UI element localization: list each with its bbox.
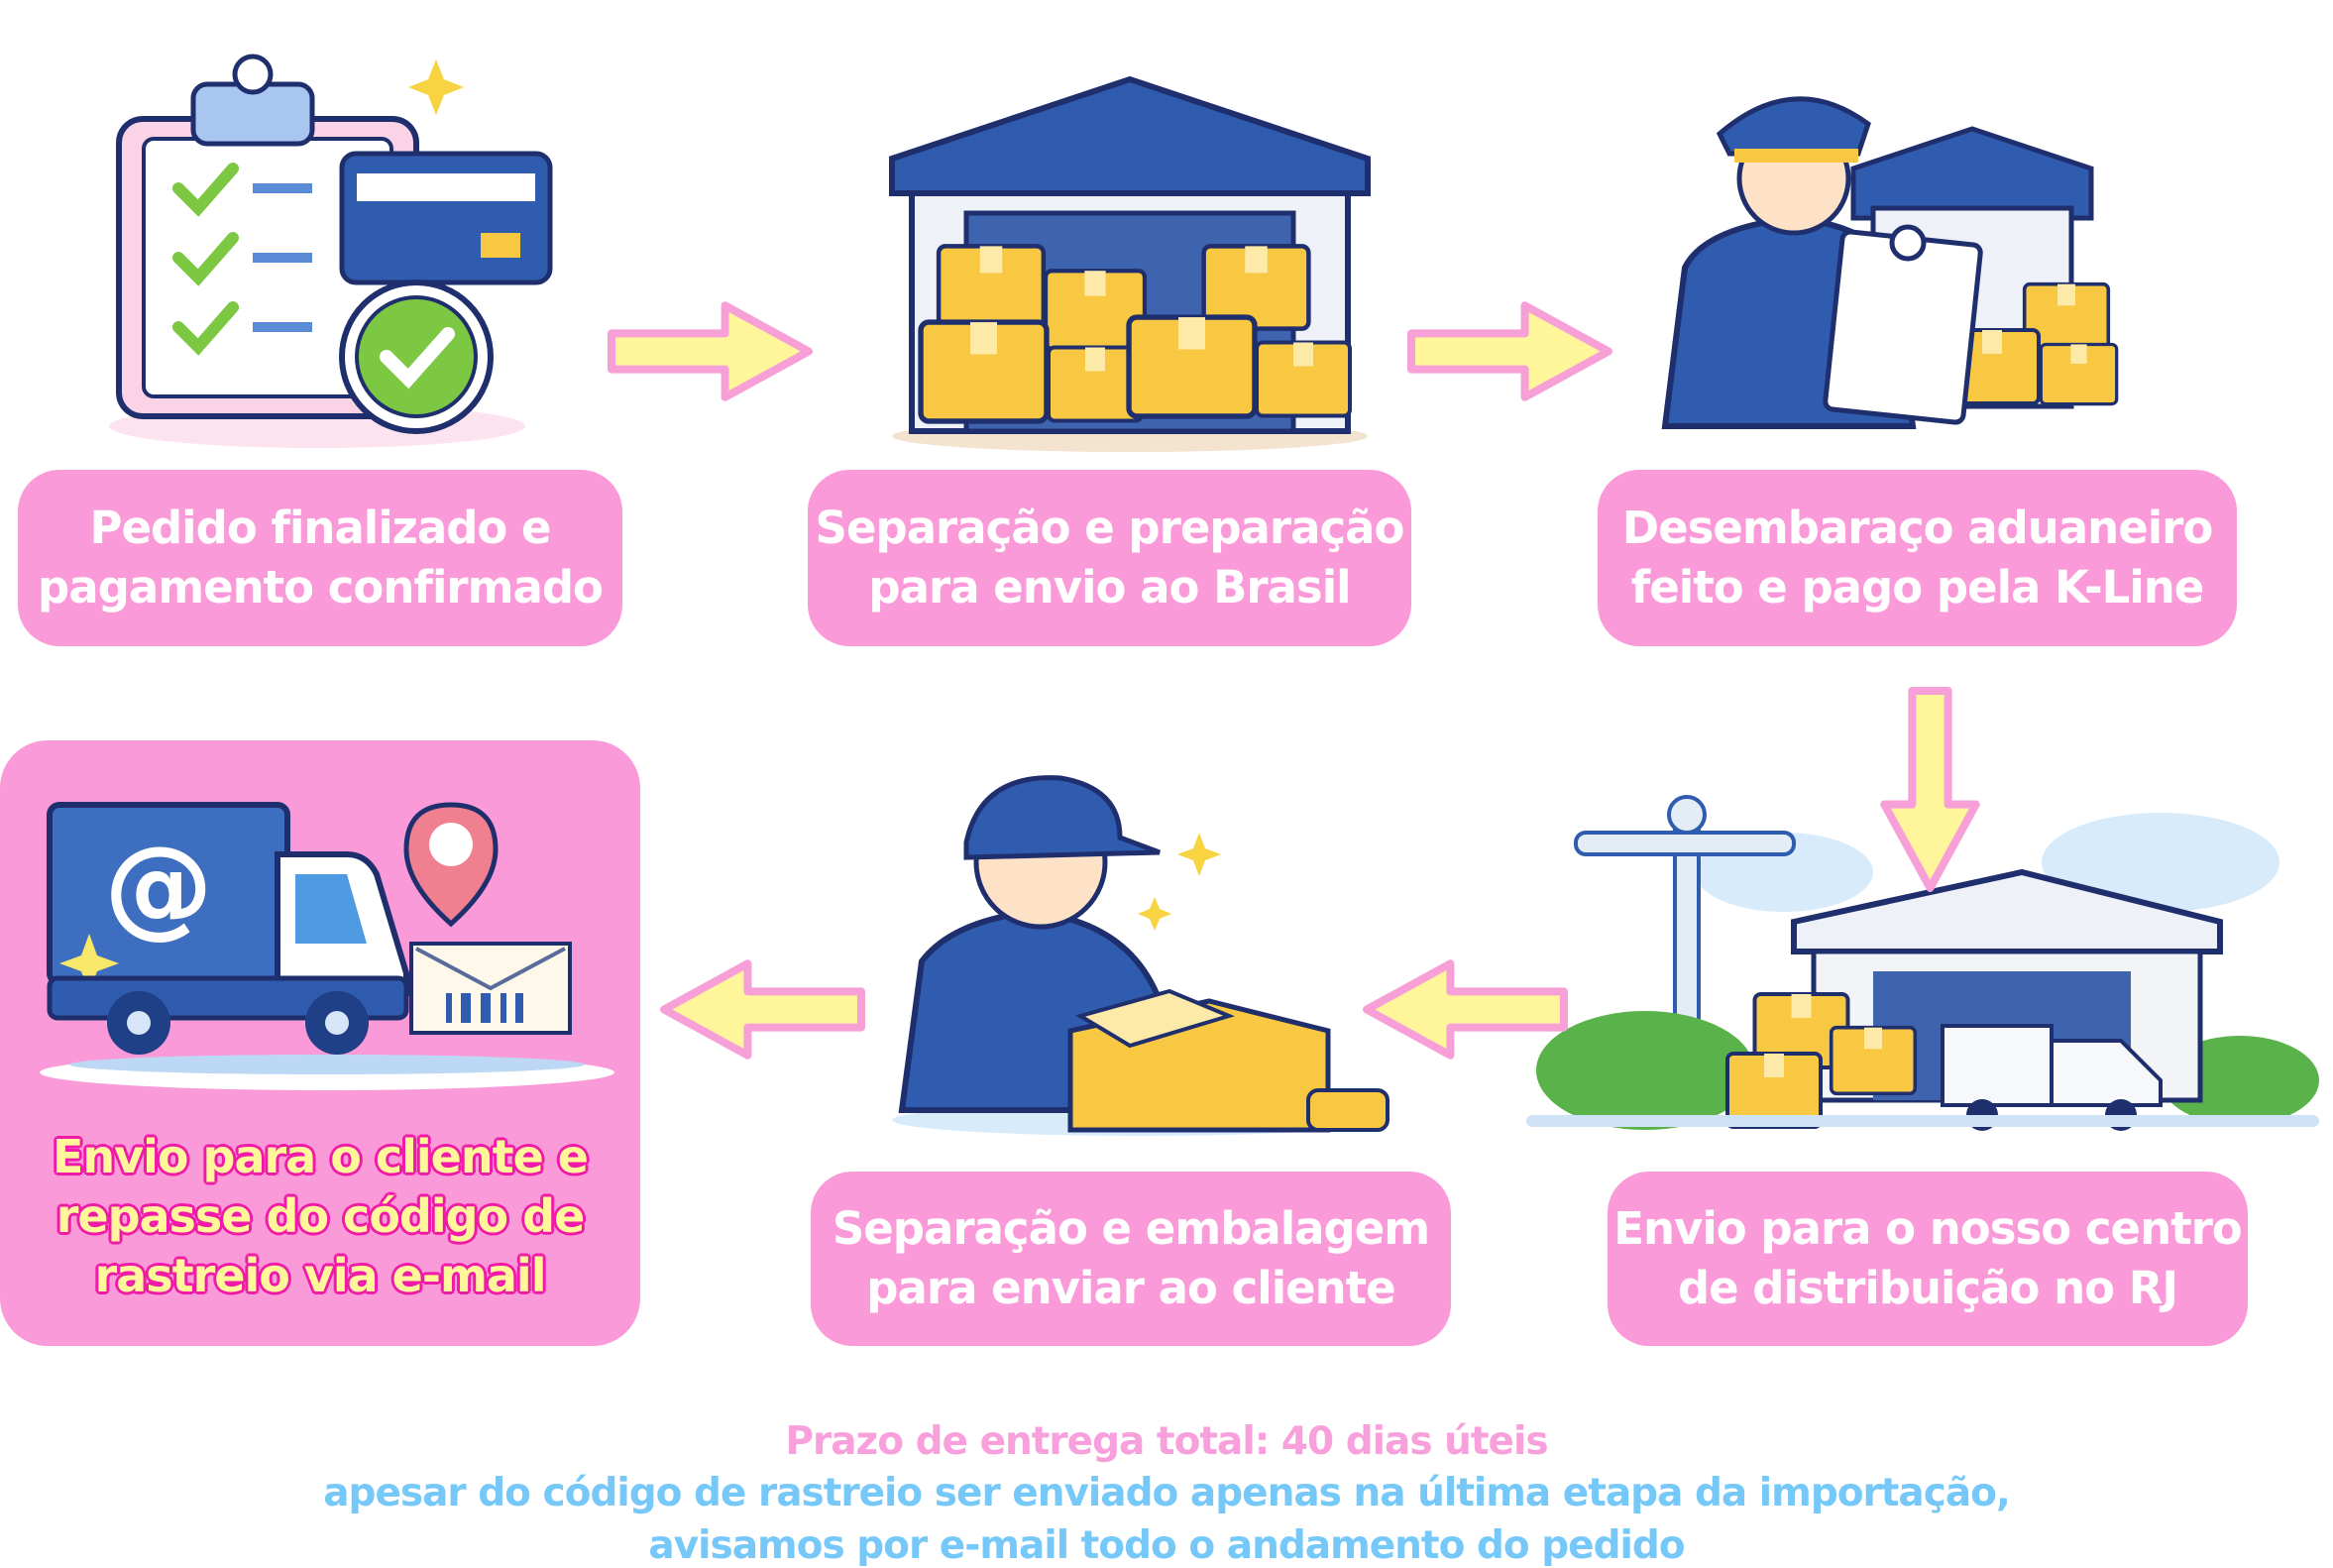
delivery-truck-email-icon: @ xyxy=(30,795,614,1092)
step-3-label: Desembaraço aduaneiro feito e pago pela … xyxy=(1598,470,2237,646)
step-1-line2: pagamento confirmado xyxy=(38,561,604,614)
step-4-label: Envio para o nosso centro de distribuiçã… xyxy=(1608,1172,2248,1346)
arrow-down-step3-to-step4 xyxy=(1878,685,1982,894)
step-3-line2: feito e pago pela K-Line xyxy=(1630,561,2205,614)
clipboard-payment-check-icon xyxy=(89,40,565,456)
step-6-line2: repasse do código de xyxy=(56,1189,586,1243)
svg-text:@: @ xyxy=(104,823,213,950)
step-1-label: Pedido finalizado e pagamento confirmado xyxy=(18,470,622,646)
delivery-deadline: Prazo de entrega total: 40 dias úteis xyxy=(785,1419,1548,1464)
arrow-right-step2-to-step3 xyxy=(1405,299,1614,403)
step-6-card: @ Envio para o cliente e repasse do códi… xyxy=(0,740,640,1346)
step-5-line1: Separação e embalagem xyxy=(832,1202,1430,1255)
customs-officer-icon xyxy=(1645,79,2170,446)
tracking-note-line2: avisamos por e-mail todo o andamento do … xyxy=(648,1523,1685,1568)
arrow-right-step1-to-step2 xyxy=(606,299,815,403)
step-4-line2: de distribuição no RJ xyxy=(1677,1262,2178,1314)
step-1-line1: Pedido finalizado e xyxy=(89,502,551,554)
step-5-label: Separação e embalagem para enviar ao cli… xyxy=(811,1172,1451,1346)
arrow-left-step4-to-step5 xyxy=(1361,957,1570,1062)
step-2-label: Separação e preparação para envio ao Bra… xyxy=(808,470,1411,646)
step-4-line1: Envio para o nosso centro xyxy=(1613,1202,2242,1255)
step-3-line1: Desembaraço aduaneiro xyxy=(1621,502,2214,554)
tracking-note-line1: apesar do código de rastreio ser enviado… xyxy=(323,1471,2011,1515)
step-6-line3: rastreio via e-mail xyxy=(94,1249,547,1302)
step-2-line2: para envio ao Brasil xyxy=(868,561,1351,614)
step-6-label: Envio para o cliente e repasse do código… xyxy=(0,1127,640,1305)
worker-packing-box-icon xyxy=(872,763,1407,1140)
step-6-line1: Envio para o cliente e xyxy=(52,1130,589,1183)
step-5-line2: para enviar ao cliente xyxy=(866,1262,1395,1314)
warehouse-boxes-icon xyxy=(872,69,1388,456)
step-2-line1: Separação e preparação xyxy=(815,502,1405,554)
rio-distribution-center-icon xyxy=(1526,783,2319,1140)
arrow-left-step5-to-step6 xyxy=(658,957,867,1062)
